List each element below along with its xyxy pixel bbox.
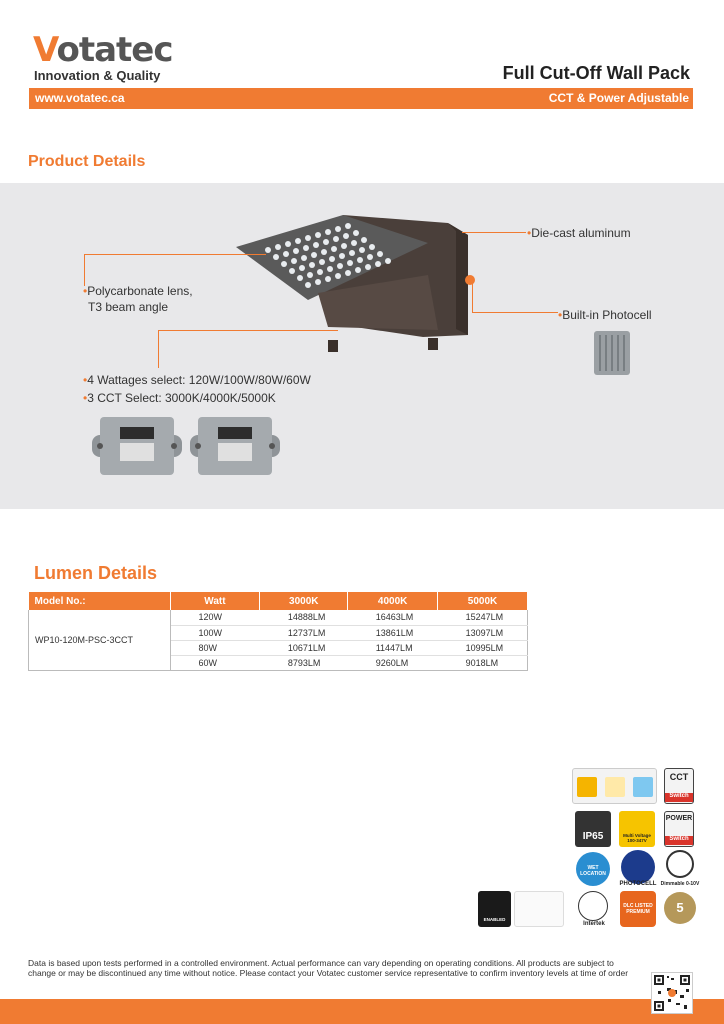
multi-voltage-badge: Multi Voltage 100-347V [619, 811, 655, 847]
photocell-badge-icon [621, 850, 655, 884]
footer-bar [0, 999, 724, 1024]
table-row: 60W 8793LM 9260LM 9018LM [29, 655, 528, 671]
table-row: 80W 10671LM 11447LM 10995LM [29, 640, 528, 656]
lumen-details-title: Lumen Details [34, 563, 158, 583]
product-details-title: Product Details [28, 153, 146, 170]
dlc-premium-badge: DLC LISTED PREMIUM [620, 891, 656, 927]
callout-wattage: •4 Wattages select: 120W/100W/80W/60W [83, 373, 311, 387]
qr-code[interactable] [651, 972, 693, 1014]
tagline: Innovation & Quality [34, 68, 161, 83]
website-url[interactable]: www.votatec.ca [35, 91, 125, 105]
callout-line-lens-h [84, 254, 266, 255]
header-3000k: 3000K [259, 592, 349, 610]
callout-line-wattage-h [158, 330, 338, 331]
header-watt: Watt [170, 592, 261, 610]
dimmable-badge-label: Dimmable 0-10V [660, 881, 700, 887]
photocell-image [594, 331, 630, 375]
header-model: Model No.: [28, 592, 171, 610]
energy-star-badge: ENABLED [478, 891, 511, 927]
callout-line-wattage-v [158, 330, 159, 368]
callout-line-photocell-v [472, 280, 473, 312]
header-bar: www.votatec.ca CCT & Power Adjustable [29, 88, 693, 109]
wet-location-badge: WET LOCATION [576, 852, 610, 886]
callout-die-cast: •Die-cast aluminum [527, 226, 631, 240]
header-subtitle: CCT & Power Adjustable [548, 91, 689, 105]
cct-5000-icon [633, 777, 653, 797]
header-5000k: 5000K [437, 592, 528, 610]
cct-switch-image [190, 417, 280, 475]
callout-line-photocell-h [472, 312, 558, 313]
model-number: WP10-120M-PSC-3CCT [28, 610, 171, 671]
disclaimer: Data is based upon tests performed in a … [28, 958, 629, 978]
dimmable-badge-icon [666, 850, 694, 878]
intertek-label: Intertek [583, 921, 605, 927]
qr-pattern [654, 975, 690, 1011]
callout-line-die-cast [462, 232, 526, 233]
table-header-row: Model No.: Watt 3000K 4000K 5000K [28, 592, 528, 610]
logo-text: otatec [56, 30, 173, 70]
cct-4000-icon [605, 777, 625, 797]
votatec-logo: Votatec [33, 30, 174, 70]
header-4000k: 4000K [347, 592, 439, 610]
lumen-table: Model No.: Watt 3000K 4000K 5000K WP10-1… [28, 592, 528, 671]
cct-sequence-badge [572, 768, 657, 804]
callout-photocell: •Built-in Photocell [558, 308, 652, 322]
callout-lens: •Polycarbonate lens,T3 beam angle [83, 284, 193, 314]
table-row: WP10-120M-PSC-3CCT 120W 14888LM 16463LM … [28, 610, 528, 671]
table-row: 100W 12737LM 13861LM 13097LM [29, 625, 528, 641]
cct-3000-icon [577, 777, 597, 797]
ip65-badge: IP65 [575, 811, 611, 847]
wall-pack-image [236, 215, 475, 352]
cct-switch-badge: CCT Switch [664, 768, 694, 804]
callout-cct: •3 CCT Select: 3000K/4000K/5000K [83, 391, 276, 405]
photocell-badge-label: PHOTOCELL [619, 881, 657, 887]
wattage-switch-image [92, 417, 182, 475]
power-switch-badge: POWER Switch [664, 811, 694, 847]
etl-badge [578, 891, 608, 921]
warranty-badge: 5 [664, 892, 696, 924]
callout-line-lens-v [84, 254, 85, 286]
dlc-list-badge [514, 891, 564, 927]
document-title: Full Cut-Off Wall Pack [502, 63, 690, 83]
